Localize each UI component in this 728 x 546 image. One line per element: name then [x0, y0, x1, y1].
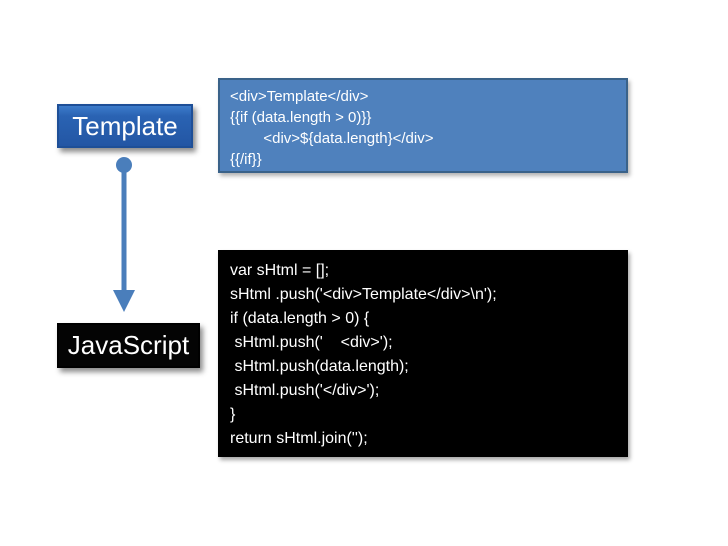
- javascript-code-line-2: sHtml .push('<div>Template</div>\n');: [230, 286, 497, 303]
- javascript-code-line-8: return sHtml.join('');: [230, 430, 368, 447]
- javascript-code-line-6: sHtml.push('</div>');: [230, 382, 380, 399]
- template-code-line-3: <div>${data.length}</div>: [230, 130, 434, 147]
- connector-arrow: [113, 157, 135, 312]
- javascript-code-line-7: }: [230, 406, 236, 423]
- javascript-code-block: var sHtml = []; sHtml .push('<div>Templa…: [218, 250, 628, 457]
- javascript-code-line-1: var sHtml = [];: [230, 262, 330, 279]
- template-node-label: Template: [72, 110, 178, 141]
- javascript-code-line-4: sHtml.push(' <div>');: [230, 334, 393, 351]
- template-node: Template: [57, 104, 193, 148]
- javascript-code-line-5: sHtml.push(data.length);: [230, 358, 409, 375]
- connector-arrowhead-icon: [113, 290, 135, 312]
- connector-start-dot-icon: [116, 157, 132, 173]
- javascript-node-label: JavaScript: [67, 330, 190, 360]
- template-code-line-2: {{if (data.length > 0)}}: [230, 109, 372, 126]
- template-code-line-4: {{/if}}: [230, 151, 262, 168]
- template-code-line-1: <div>Template</div>: [230, 88, 369, 105]
- javascript-node: JavaScript: [57, 323, 200, 368]
- javascript-code-line-3: if (data.length > 0) {: [230, 310, 370, 327]
- template-code-block: <div>Template</div> {{if (data.length > …: [218, 78, 628, 173]
